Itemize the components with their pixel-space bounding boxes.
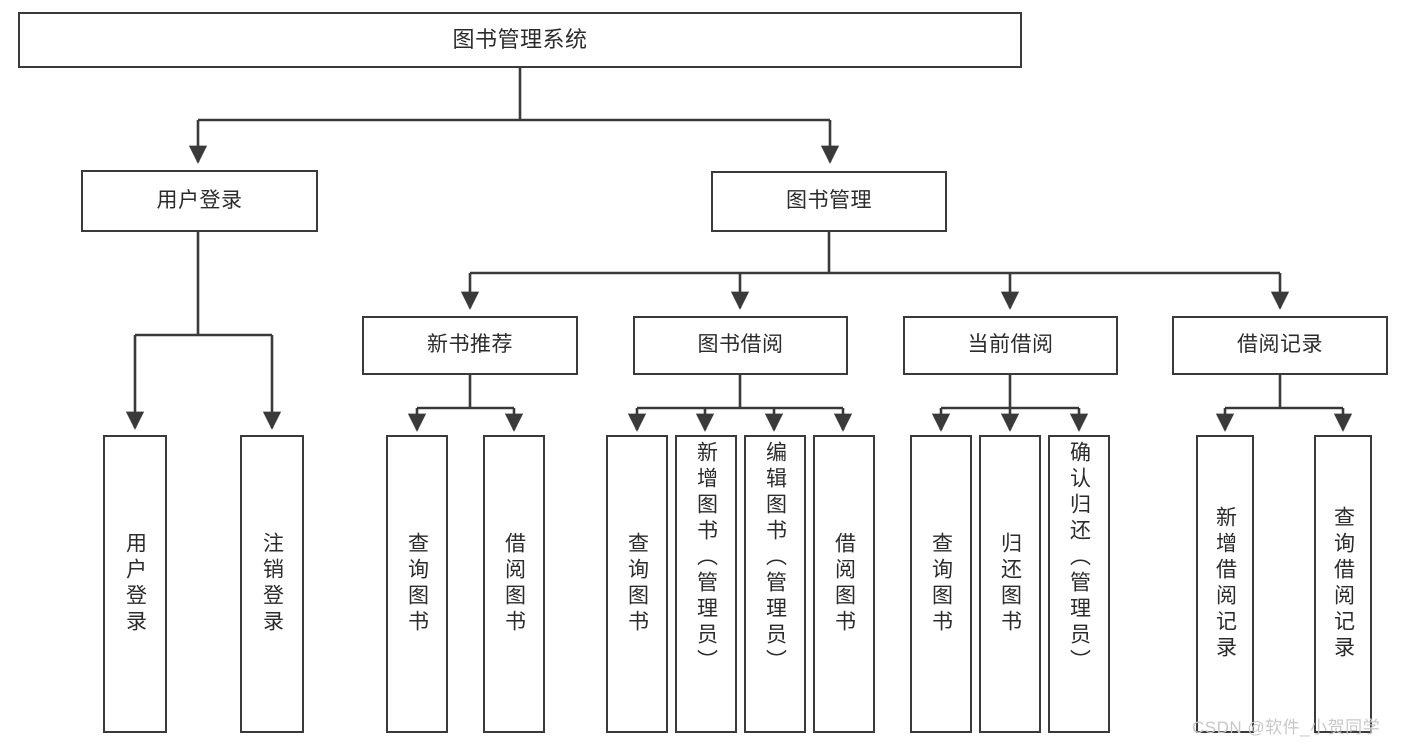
node-label: 查询图书 (625, 532, 649, 636)
node-label: 新书推荐 (427, 333, 513, 357)
leaf-current-borrow-return-book[interactable]: 归还图书 (979, 435, 1041, 733)
leaf-book-borrow-add-book-admin[interactable]: 新增图书（管理员） (675, 435, 737, 733)
node-new-book-recommendation[interactable]: 新书推荐 (362, 316, 578, 375)
node-label: 注销登录 (260, 532, 284, 636)
node-current-borrowing[interactable]: 当前借阅 (903, 316, 1118, 375)
leaf-borrow-record-query-record[interactable]: 查询借阅记录 (1314, 435, 1372, 733)
leaf-borrow-record-add-record[interactable]: 新增借阅记录 (1196, 435, 1254, 733)
node-label: 新增借阅记录 (1213, 506, 1237, 662)
node-book-management[interactable]: 图书管理 (711, 171, 947, 232)
node-label: 查询图书 (405, 532, 429, 636)
node-label: 查询图书 (929, 532, 953, 636)
leaf-current-borrow-query-book[interactable]: 查询图书 (910, 435, 972, 733)
node-label: 用户登录 (156, 188, 243, 212)
leaf-book-borrow-edit-book-admin[interactable]: 编辑图书（管理员） (744, 435, 806, 733)
node-label: 归还图书 (998, 532, 1022, 636)
node-label: 借阅图书 (832, 532, 856, 636)
node-label: 当前借阅 (967, 333, 1054, 357)
leaf-book-borrow-query-book[interactable]: 查询图书 (606, 435, 668, 733)
leaf-new-book-borrow-book[interactable]: 借阅图书 (483, 435, 545, 733)
node-label: 确认归还（管理员） (1067, 441, 1091, 675)
leaf-user-login-login[interactable]: 用户登录 (103, 435, 167, 733)
node-label: 新增图书（管理员） (694, 441, 718, 675)
node-label: 查询借阅记录 (1331, 506, 1355, 662)
node-book-borrowing[interactable]: 图书借阅 (633, 316, 848, 375)
node-label: 编辑图书（管理员） (763, 441, 787, 675)
node-label: 用户登录 (123, 532, 147, 636)
node-user-login[interactable]: 用户登录 (81, 170, 318, 232)
leaf-new-book-query-book[interactable]: 查询图书 (386, 435, 448, 733)
node-label: 图书借阅 (697, 333, 784, 357)
leaf-user-login-logout[interactable]: 注销登录 (240, 435, 304, 733)
leaf-book-borrow-borrow-book[interactable]: 借阅图书 (813, 435, 875, 733)
node-label: 借阅记录 (1237, 333, 1323, 357)
node-root-book-management-system[interactable]: 图书管理系统 (18, 12, 1022, 68)
leaf-current-borrow-confirm-return-admin[interactable]: 确认归还（管理员） (1048, 435, 1110, 733)
node-label: 图书管理系统 (452, 27, 588, 53)
node-label: 借阅图书 (502, 532, 526, 636)
csdn-watermark: CSDN @软件_小贺同学 (1192, 718, 1381, 737)
node-borrowing-records[interactable]: 借阅记录 (1172, 316, 1388, 375)
node-label: 图书管理 (786, 189, 872, 213)
